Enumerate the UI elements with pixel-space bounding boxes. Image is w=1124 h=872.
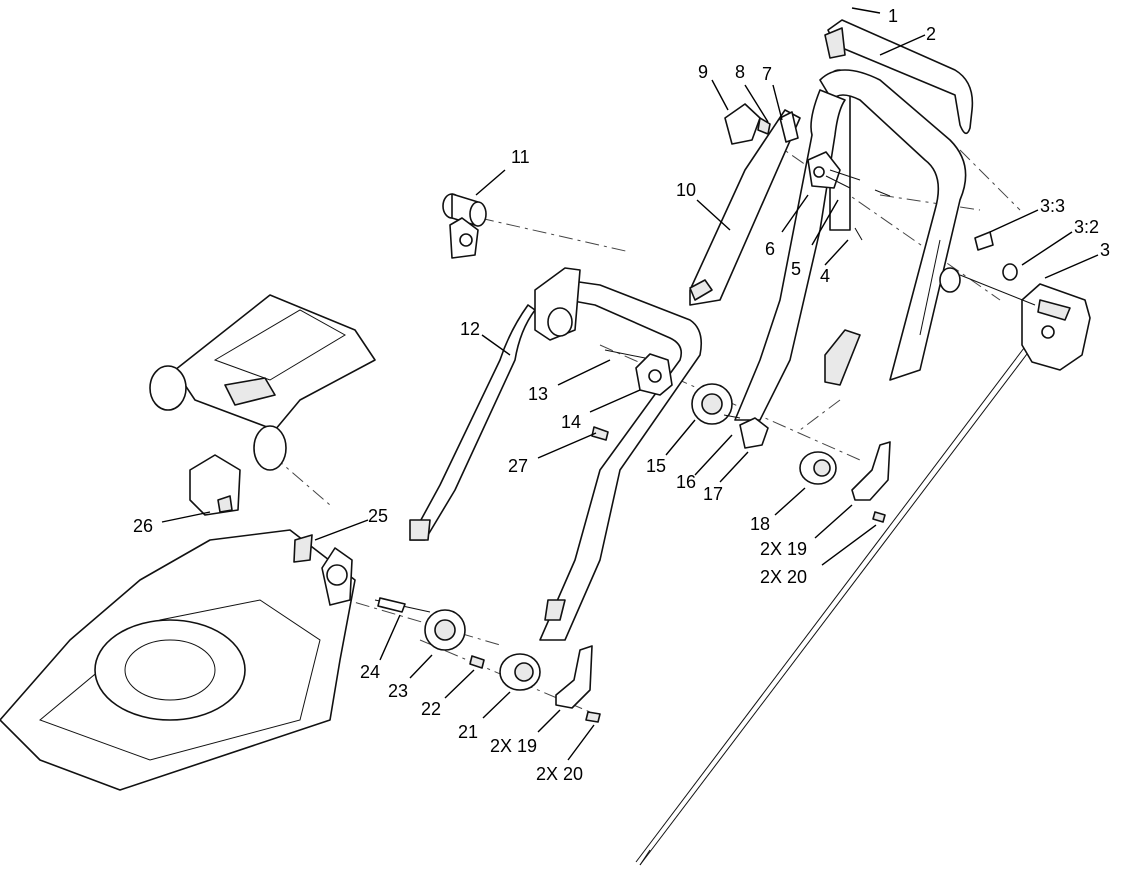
callout-27: 27: [508, 456, 528, 476]
callout-7: 7: [762, 64, 772, 84]
callout-16: 16: [676, 472, 696, 492]
callout-18: 18: [750, 514, 770, 534]
callout-19-right: 2X 19: [760, 539, 807, 559]
switch-box-3: [939, 231, 1091, 371]
height-adjust-right: [591, 349, 891, 523]
callout-21: 21: [458, 722, 478, 742]
callout-3: 3: [1100, 240, 1110, 260]
power-cord: [635, 347, 1031, 866]
callout-3-2: 3:2: [1074, 217, 1099, 237]
handle-grip-10: [689, 109, 801, 306]
middle-handle-12: [409, 279, 703, 641]
callout-22: 22: [421, 699, 441, 719]
handle-bracket: [534, 267, 581, 341]
callout-9: 9: [698, 62, 708, 82]
callout-17: 17: [703, 484, 723, 504]
upper-pivot-parts: [724, 103, 891, 241]
callout-25: 25: [368, 506, 388, 526]
top-cable-guide-2: [824, 19, 974, 135]
height-adjust-left: [374, 597, 601, 723]
callout-26: 26: [133, 516, 153, 536]
callout-15: 15: [646, 456, 666, 476]
callout-labels: 1 2 3 3:2 3:3 4 5 6 7 8 9 10 11 12 13 14…: [133, 6, 1110, 784]
cord-hook-11: [442, 193, 487, 259]
callout-6: 6: [765, 239, 775, 259]
callout-20-left: 2X 20: [536, 764, 583, 784]
callout-23: 23: [388, 681, 408, 701]
leader-lines: [161, 7, 1099, 761]
callout-12: 12: [460, 319, 480, 339]
callout-14: 14: [561, 412, 581, 432]
callout-13: 13: [528, 384, 548, 404]
grass-bag-lid: [149, 294, 376, 471]
callout-19-left: 2X 19: [490, 736, 537, 756]
callout-5: 5: [791, 259, 801, 279]
callout-1: 1: [888, 6, 898, 26]
callout-4: 4: [820, 266, 830, 286]
callout-11: 11: [511, 147, 530, 167]
callout-24: 24: [360, 662, 380, 682]
callout-3-3: 3:3: [1040, 196, 1065, 216]
callout-10: 10: [676, 180, 696, 200]
mower-deck: [0, 454, 356, 791]
callout-20-right: 2X 20: [760, 567, 807, 587]
callout-8: 8: [735, 62, 745, 82]
callout-2: 2: [926, 24, 936, 44]
